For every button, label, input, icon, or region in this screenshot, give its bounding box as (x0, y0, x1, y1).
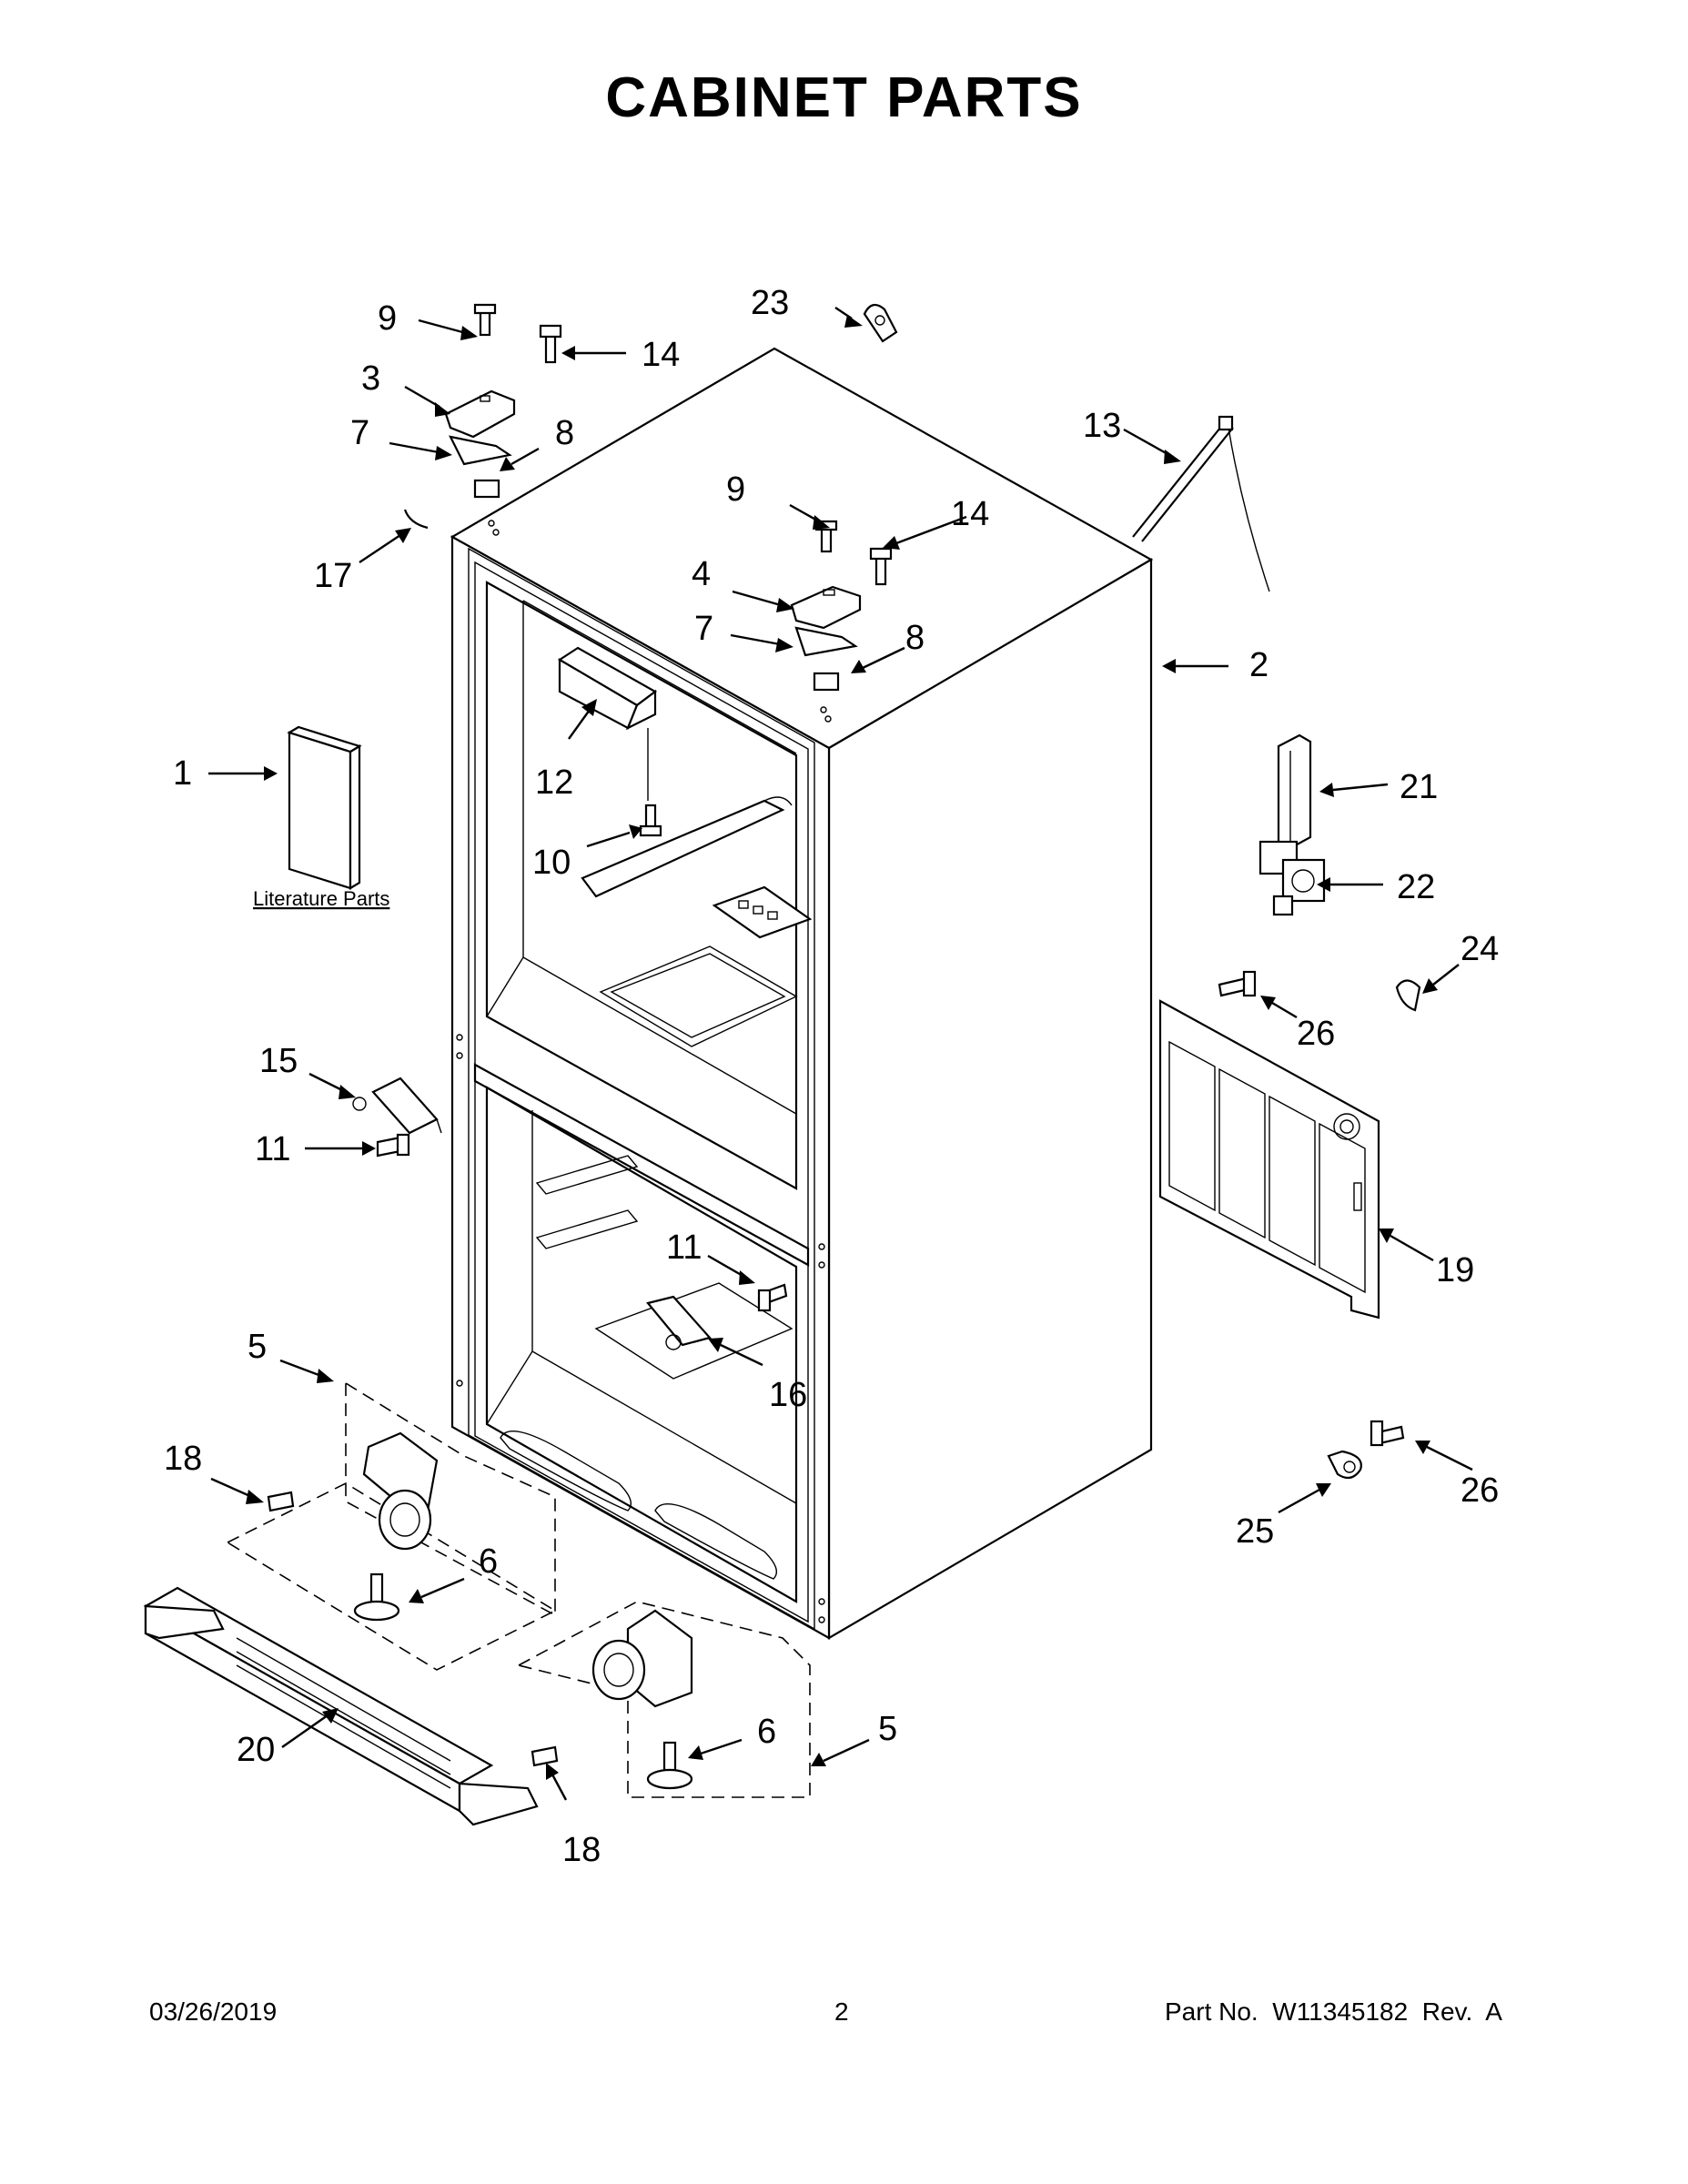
callout-8-center: 8 (905, 619, 925, 657)
callout-2: 2 (1249, 646, 1269, 684)
callout-23: 23 (751, 284, 789, 322)
part-23-bracket (863, 303, 898, 343)
callout-9-left: 9 (378, 299, 397, 338)
part-26-screw-upper (1218, 970, 1257, 997)
literature-parts-booklet (287, 725, 362, 890)
callout-14-left: 14 (642, 336, 680, 374)
callout-13: 13 (1083, 407, 1121, 445)
part-15-bracket (352, 1077, 442, 1135)
callout-10: 10 (532, 844, 571, 882)
callout-26-upper: 26 (1297, 1015, 1335, 1053)
callout-11-right: 11 (666, 1228, 702, 1267)
callout-5-left: 5 (248, 1328, 267, 1366)
callout-18-right: 18 (562, 1831, 601, 1869)
literature-parts-label: Literature Parts (253, 887, 389, 910)
callout-6-right: 6 (757, 1713, 776, 1751)
part-11-screw-left (376, 1133, 410, 1158)
part-16-bracket (646, 1295, 713, 1350)
footer-part-number: Part No. W11345182 Rev. A (1165, 1997, 1502, 2026)
water-tube-17 (403, 509, 429, 530)
callout-1: 1 (173, 754, 192, 793)
callout-17: 17 (314, 557, 352, 595)
callout-24: 24 (1461, 930, 1499, 968)
callout-14-center: 14 (951, 495, 989, 533)
callout-26-lower: 26 (1461, 1471, 1499, 1510)
part-25-clamp (1327, 1450, 1362, 1480)
part-11-screw-right (757, 1283, 788, 1312)
part-19-rear-grille (1158, 999, 1380, 1320)
callout-21: 21 (1400, 768, 1438, 806)
callout-6-left: 6 (479, 1542, 498, 1581)
center-top-hinge (790, 520, 893, 692)
part-26-screw-lower (1370, 1420, 1405, 1447)
callout-19: 19 (1436, 1251, 1474, 1289)
callout-22: 22 (1397, 868, 1435, 906)
left-top-hinge (444, 303, 562, 499)
callout-20: 20 (237, 1731, 275, 1769)
part-20-base-grille (143, 1586, 539, 1826)
callout-3: 3 (361, 359, 380, 398)
callout-25: 25 (1236, 1512, 1274, 1551)
part-13-tube (1132, 415, 1270, 592)
part-24-clip (1395, 979, 1421, 1012)
callout-7-left: 7 (350, 414, 369, 452)
callout-arrows (208, 307, 1473, 1801)
part-10-screw (639, 804, 662, 837)
callout-15: 15 (259, 1042, 298, 1080)
callout-12: 12 (535, 763, 573, 802)
callout-9-center: 9 (726, 470, 745, 509)
right-roller-assembly (516, 1601, 811, 1798)
callout-18-left: 18 (164, 1440, 202, 1478)
part-12-light-housing (557, 646, 658, 801)
left-roller-assembly (226, 1381, 557, 1671)
part-22-water-valve (1258, 840, 1326, 916)
page-title: CABINET PARTS (605, 66, 1083, 129)
cabinet-body (450, 347, 1154, 1640)
callout-8-left: 8 (555, 414, 574, 452)
callout-4: 4 (692, 555, 711, 593)
callout-11-left: 11 (255, 1130, 290, 1168)
callout-5-right: 5 (878, 1710, 897, 1748)
callout-16: 16 (769, 1376, 807, 1414)
footer-page-number: 2 (834, 1997, 849, 2026)
footer-date: 03/26/2019 (149, 1997, 278, 2026)
part-21-cover (1277, 733, 1312, 850)
callout-7-center: 7 (694, 610, 713, 648)
